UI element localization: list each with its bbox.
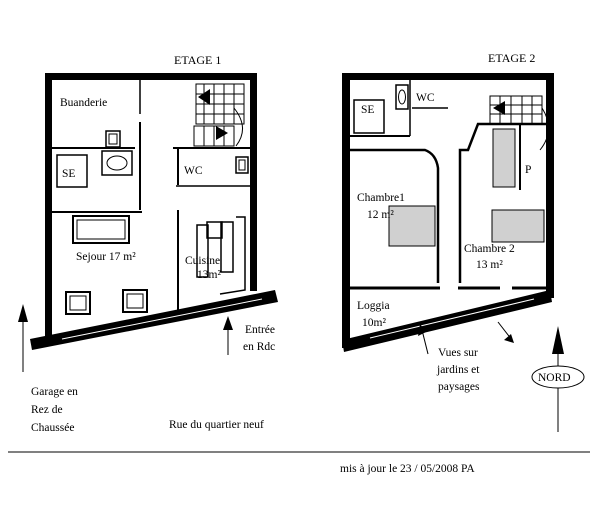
north-label: NORD [538, 372, 571, 384]
floor2-facade-wall [342, 290, 552, 352]
floor2-facade-window [369, 298, 535, 339]
floor2-loggia-area: 10m² [362, 317, 386, 329]
garage-label-line1: Garage en [31, 386, 78, 398]
floor1-kitchen-name: Cuisine [185, 255, 220, 267]
floor1-wc-label: WC [184, 165, 203, 177]
floor1-facade-window [61, 298, 263, 340]
view-arrowhead-right [504, 334, 514, 343]
floor1-outer-wall-right [250, 73, 257, 291]
floor1-facade-wall [30, 290, 278, 350]
entrance-arrow [223, 316, 233, 355]
garage-label-line2: Rez de [31, 404, 63, 416]
north-direction-arrow [18, 304, 28, 372]
floor2-wc-label: WC [416, 92, 435, 104]
floor2-shower-label: SE [361, 104, 374, 116]
views-label-line1: Vues sur [438, 347, 478, 359]
views-label-line2: jardins et [436, 364, 480, 376]
view-arrowhead-left [418, 324, 426, 336]
garage-label-line3: Chaussée [31, 422, 74, 434]
floor2-plan [342, 73, 554, 352]
north-compass [531, 326, 585, 432]
street-label: Rue du quartier neuf [169, 419, 264, 431]
floor1-outer-wall-top [45, 73, 257, 80]
floor2-bedroom2-area: 13 m² [476, 259, 503, 271]
views-label-line3: paysages [438, 381, 480, 393]
floor2-cupboard-label: P [525, 164, 531, 176]
floor1-outer-wall-left [45, 73, 52, 343]
floor2-bedroom2-name: Chambre 2 [464, 243, 515, 255]
floor2-outer-wall-top [342, 73, 554, 80]
entrance-label-line2: en Rdc [243, 341, 275, 353]
floor1-laundry-label: Buanderie [60, 97, 107, 109]
floor2-outer-wall-right [546, 73, 554, 298]
floor1-shower-label: SE [62, 168, 75, 180]
floor2-title: ETAGE 2 [488, 51, 535, 65]
floor1-living-label: Sejour 17 m² [76, 251, 136, 263]
floor1-plan [30, 73, 278, 350]
floor2-bedroom1-area: 12 m² [367, 209, 394, 221]
floor1-title: ETAGE 1 [174, 53, 221, 67]
view-arrow-left [421, 329, 429, 355]
entrance-label-line1: Entrée [245, 324, 275, 336]
floor2-bedroom1-name: Chambre1 [357, 192, 405, 204]
floor1-kitchen-area: 13m² [197, 269, 221, 281]
update-note: mis à jour le 23 / 05/2008 PA [340, 463, 475, 475]
floor2-loggia-name: Loggia [357, 300, 390, 312]
floor2-outer-wall-left [342, 73, 350, 348]
